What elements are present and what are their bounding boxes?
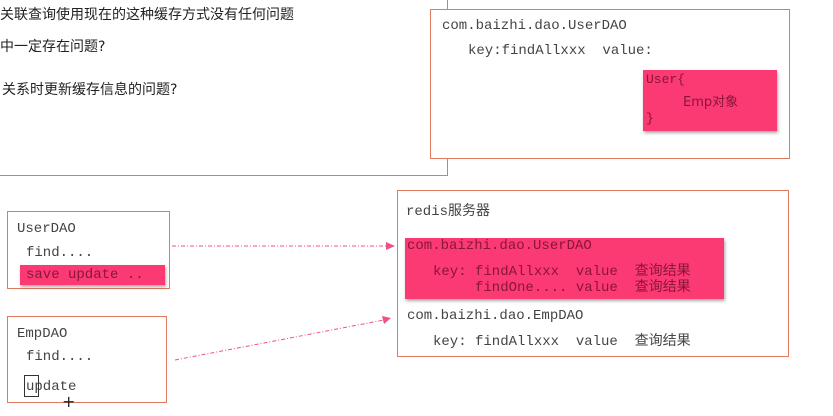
- redis-userdao-entry: com.baizhi.dao.UserDAO key: findAllxxx v…: [405, 238, 724, 299]
- text-cursor-box: [24, 375, 39, 397]
- emp-dao-find: find....: [26, 349, 94, 365]
- user-dao-find: find....: [26, 245, 94, 261]
- redis-title: redis服务器: [406, 204, 491, 220]
- emp-dao-title: EmpDAO: [17, 326, 68, 342]
- namespace-label: com.baizhi.dao.UserDAO: [442, 18, 627, 34]
- value-object-box: User{ Emp对象 }: [643, 70, 777, 131]
- note-line-3: 关系时更新缓存信息的问题?: [2, 82, 178, 98]
- save-update-label: save update ..: [26, 267, 144, 283]
- redis-user-row: findOne.... value 查询结果: [433, 280, 691, 296]
- cache-example-box: com.baizhi.dao.UserDAO key:findAllxxx va…: [430, 9, 790, 159]
- value-close: }: [646, 111, 654, 126]
- redis-user-row: key: findAllxxx value 查询结果: [433, 264, 691, 280]
- crosshair-cursor-icon: +: [62, 392, 76, 411]
- emp-dao-box: EmpDAO find.... update: [7, 316, 167, 403]
- redis-emp-namespace: com.baizhi.dao.EmpDAO: [407, 308, 584, 324]
- value-open: User{: [646, 72, 686, 87]
- arrow-empdao-redis: [174, 319, 385, 361]
- redis-user-namespace: com.baizhi.dao.UserDAO: [407, 238, 592, 254]
- value-body: Emp对象: [683, 95, 739, 110]
- redis-emp-row: key: findAllxxx value 查询结果: [433, 334, 691, 350]
- user-dao-save-update: save update ..: [20, 265, 165, 285]
- note-line-1: 关联查询使用现在的这种缓存方式没有任何问题: [0, 7, 294, 23]
- redis-server-box: redis服务器 com.baizhi.dao.UserDAO key: fin…: [397, 190, 789, 357]
- user-dao-title: UserDAO: [17, 221, 76, 237]
- notes-box: [0, 0, 448, 176]
- arrowhead-icon: [382, 316, 391, 324]
- user-dao-box: UserDAO find.... save update ..: [7, 211, 170, 289]
- key-line: key:findAllxxx value:: [468, 43, 653, 59]
- arrowhead-icon: [386, 242, 395, 250]
- note-line-2: 中一定存在问题?: [0, 39, 106, 55]
